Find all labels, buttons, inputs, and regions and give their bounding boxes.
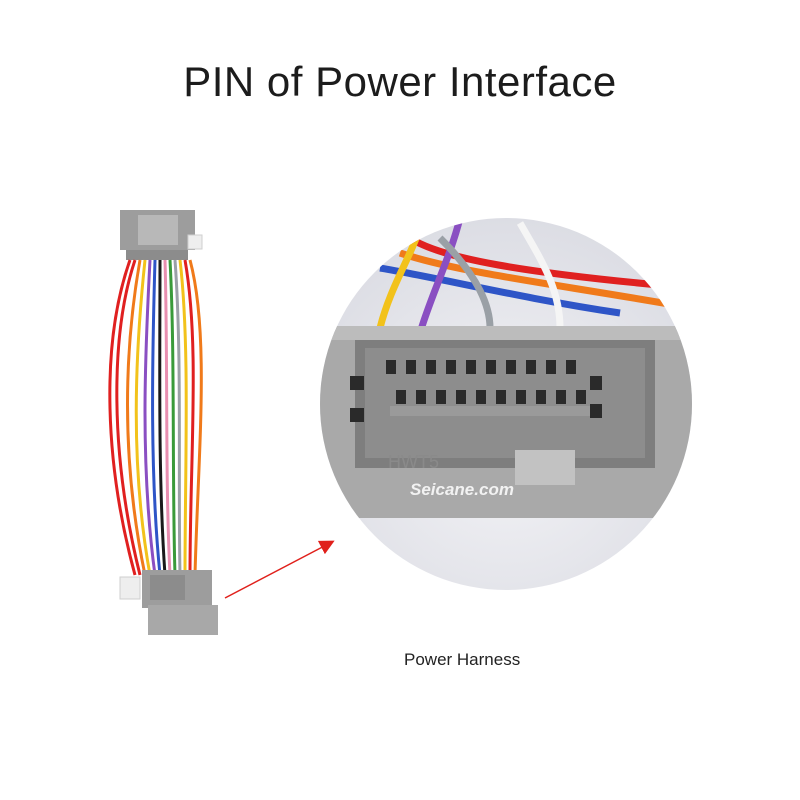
bottom-connector	[119, 570, 218, 635]
connector-closeup-image: HWT5 Seicane.com	[320, 218, 692, 590]
connector-marking: HWT5	[388, 452, 439, 472]
watermark: Seicane.com	[410, 480, 514, 499]
power-harness-image	[108, 210, 218, 635]
wire-bundle	[108, 259, 203, 576]
caption: Power Harness	[404, 650, 521, 669]
page-title: PIN of Power Interface	[183, 58, 617, 105]
closeup-connector: HWT5	[320, 326, 692, 518]
top-connector	[120, 210, 203, 260]
